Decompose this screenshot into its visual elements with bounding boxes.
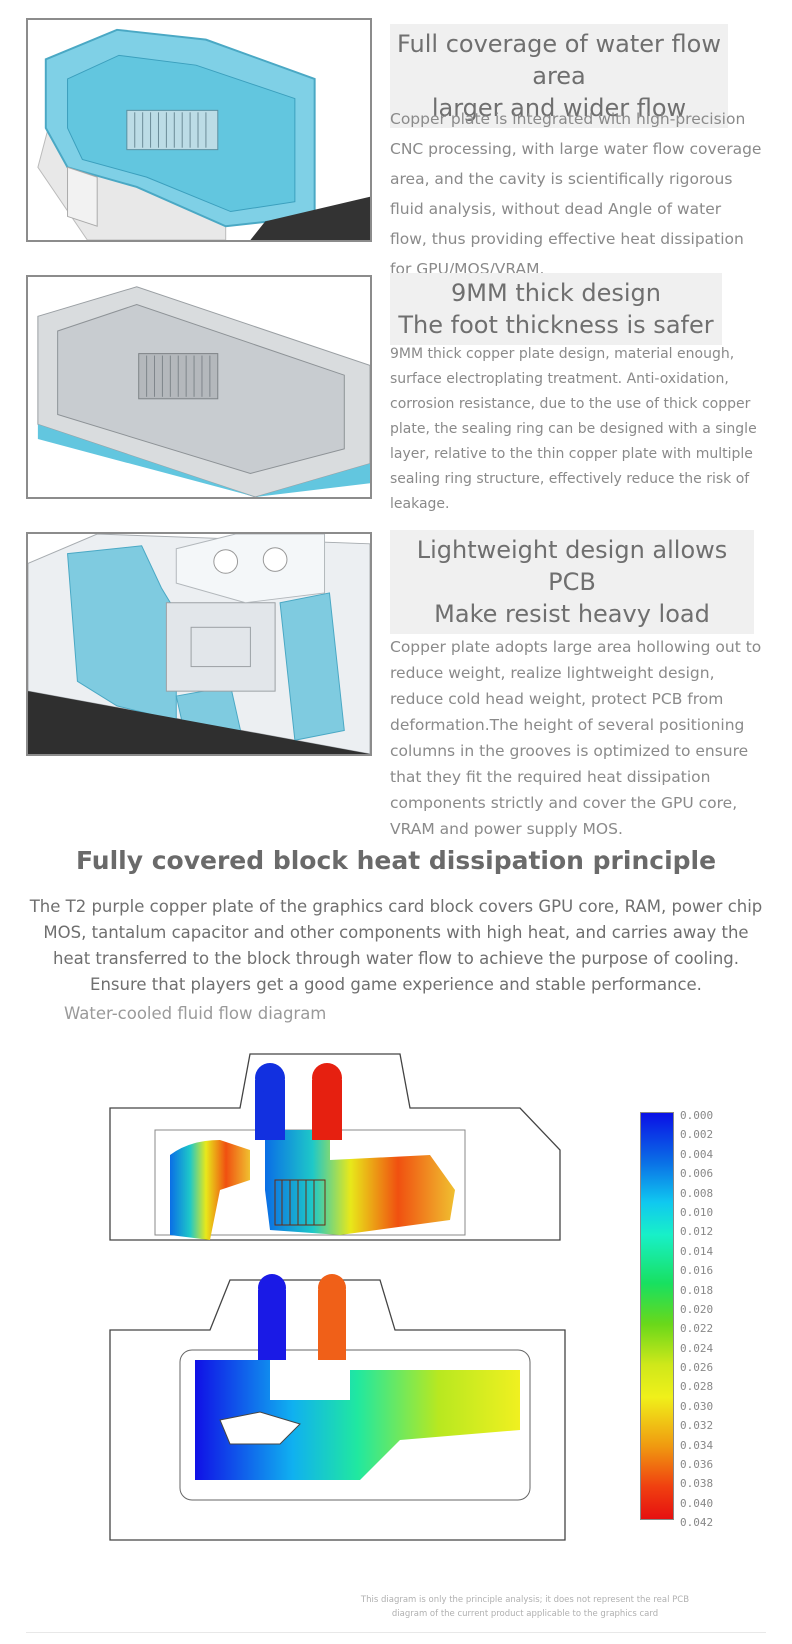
feature-image-lightweight — [26, 532, 372, 756]
feature-title-water-flow: Full coverage of water flow area larger … — [390, 24, 728, 128]
feature-title-line: Make resist heavy load — [434, 600, 710, 628]
feature-title-line: Full coverage of water flow area — [397, 30, 721, 90]
legend-tick: 0.024 — [680, 1341, 714, 1355]
legend-ticks: 0.000 0.002 0.004 0.006 0.008 0.010 0.01… — [680, 1106, 713, 1533]
legend-tick: 0.030 — [680, 1399, 714, 1413]
fluid-flow-illustration — [109, 1053, 566, 1541]
disclaimer-line: diagram of the current product applicabl… — [391, 1609, 659, 1619]
legend-tick: 0.042 — [680, 1516, 714, 1530]
legend-tick: 0.028 — [680, 1380, 714, 1394]
legend-tick: 0.034 — [680, 1438, 714, 1452]
feature-body-thick-design: 9MM thick copper plate design, material … — [390, 346, 757, 512]
coldplate-top-illustration — [28, 534, 370, 754]
legend-tick: 0.040 — [680, 1496, 714, 1510]
coldplate-underside-illustration — [28, 277, 370, 497]
legend-tick: 0.020 — [680, 1302, 714, 1316]
legend-color-bar — [640, 1112, 674, 1520]
feature-title-line: larger and wider flow — [431, 94, 687, 122]
feature-title-line: 9MM thick design — [451, 279, 661, 307]
legend-tick: 0.014 — [680, 1244, 714, 1258]
principle-title: Fully covered block heat dissipation pri… — [75, 846, 717, 875]
legend-tick: 0.002 — [680, 1128, 714, 1142]
principle-body: The T2 purple copper plate of the graphi… — [29, 897, 763, 994]
feature-title-thick-design: 9MM thick design The foot thickness is s… — [390, 273, 722, 345]
legend-tick: 0.010 — [680, 1205, 714, 1219]
feature-body-lightweight: Copper plate adopts large area hollowing… — [390, 638, 762, 838]
flow-velocity-legend: 0.000 0.002 0.004 0.006 0.008 0.010 0.01… — [640, 1109, 760, 1529]
legend-tick: 0.016 — [680, 1264, 714, 1278]
feature-body-water-flow: Copper plate is integrated with high-pre… — [390, 110, 762, 278]
legend-tick: 0.000 — [680, 1109, 714, 1122]
feature-title-line: Lightweight design allows PCB — [416, 536, 728, 596]
legend-tick: 0.006 — [680, 1167, 714, 1181]
flow-diagram — [100, 1040, 700, 1580]
feature-image-thick-design — [26, 275, 372, 499]
legend-tick: 0.032 — [680, 1419, 714, 1433]
legend-tick: 0.012 — [680, 1225, 714, 1239]
feature-title-line: The foot thickness is safer — [398, 311, 714, 339]
legend-tick: 0.036 — [680, 1458, 714, 1472]
legend-tick: 0.022 — [680, 1322, 714, 1336]
coldplate-illustration — [28, 20, 370, 240]
legend-tick: 0.026 — [680, 1361, 714, 1375]
legend-tick: 0.008 — [680, 1186, 714, 1200]
legend-tick: 0.004 — [680, 1147, 714, 1161]
disclaimer: This diagram is only the principle analy… — [340, 1593, 710, 1621]
bottom-divider — [26, 1632, 766, 1633]
feature-title-lightweight: Lightweight design allows PCB Make resis… — [390, 530, 754, 634]
legend-tick: 0.018 — [680, 1283, 714, 1297]
disclaimer-line: This diagram is only the principle analy… — [360, 1595, 690, 1605]
feature-image-water-flow — [26, 18, 372, 242]
legend-tick: 0.038 — [680, 1477, 714, 1491]
flow-diagram-caption: Water-cooled fluid flow diagram — [64, 1004, 327, 1023]
